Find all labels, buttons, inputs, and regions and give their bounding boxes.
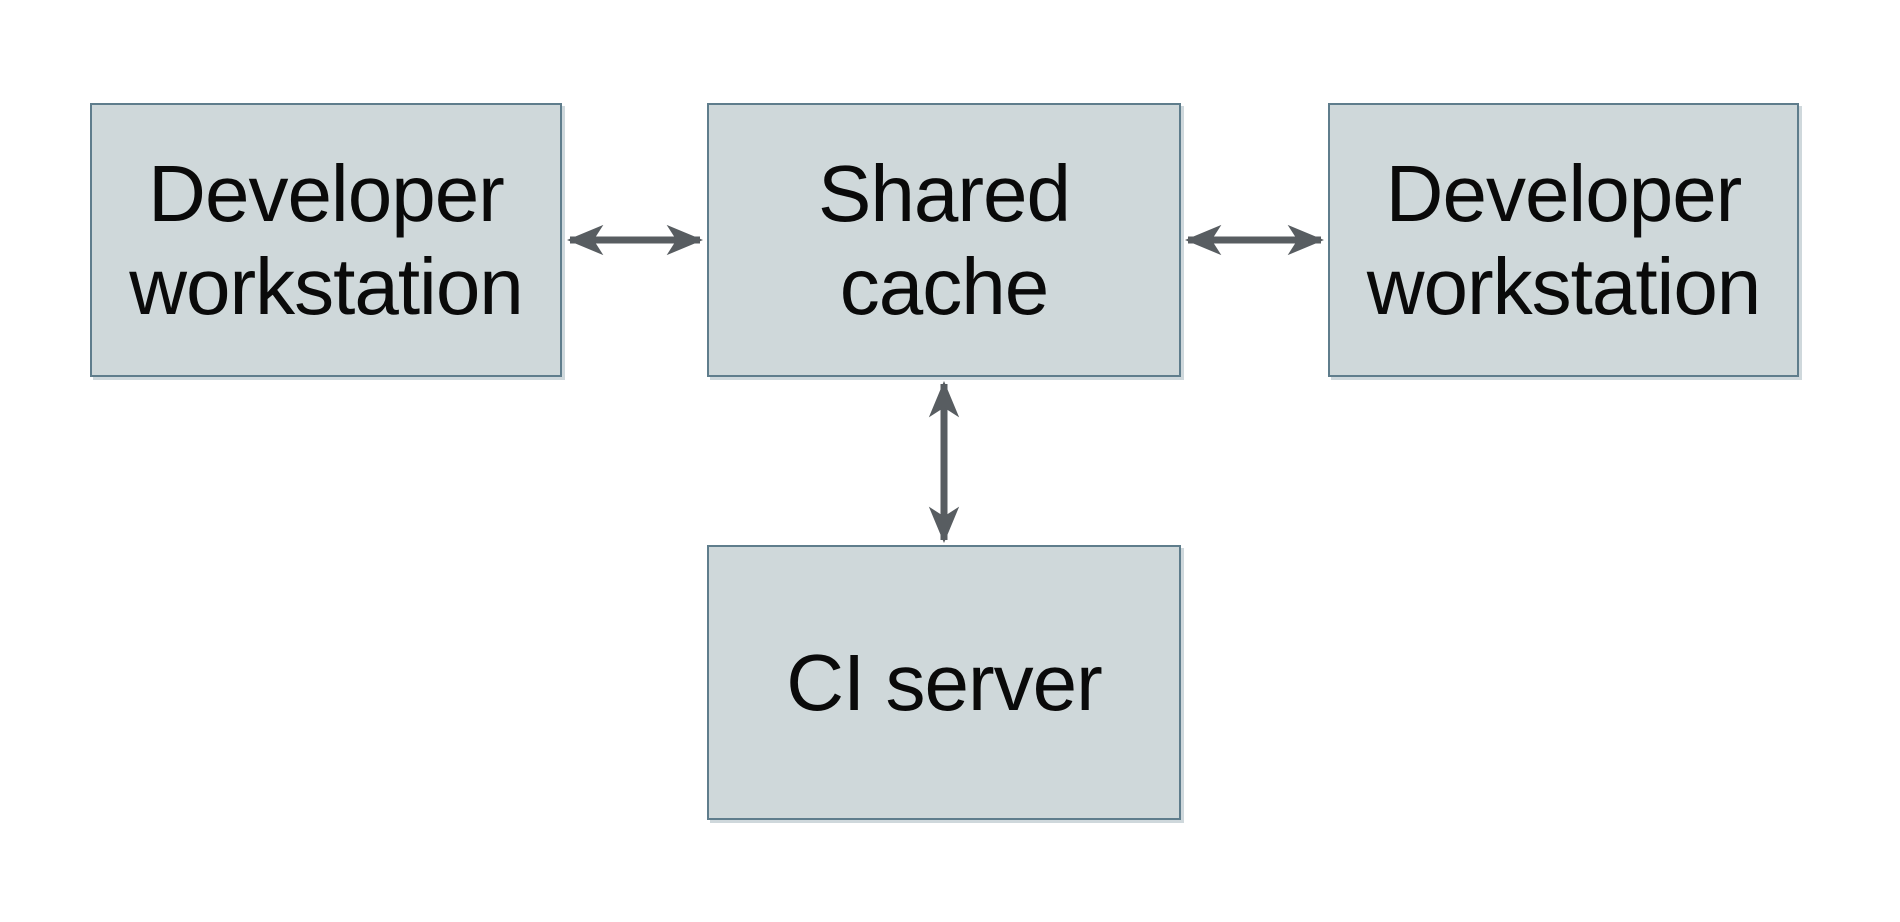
node-label-line: Shared [818, 149, 1071, 238]
node-label-line: cache [839, 242, 1049, 331]
node-developer-workstation-left: Developer workstation [90, 103, 562, 377]
node-ci-server: CI server [707, 545, 1181, 820]
node-shared-cache: Shared cache [707, 103, 1181, 377]
node-developer-workstation-right: Developer workstation [1328, 103, 1799, 377]
node-label-line: workstation [1366, 242, 1762, 331]
node-label-line: Developer [1385, 149, 1743, 238]
node-label-line: workstation [129, 242, 524, 331]
node-label-line: CI server [786, 638, 1102, 727]
node-label-line: Developer [148, 149, 505, 238]
